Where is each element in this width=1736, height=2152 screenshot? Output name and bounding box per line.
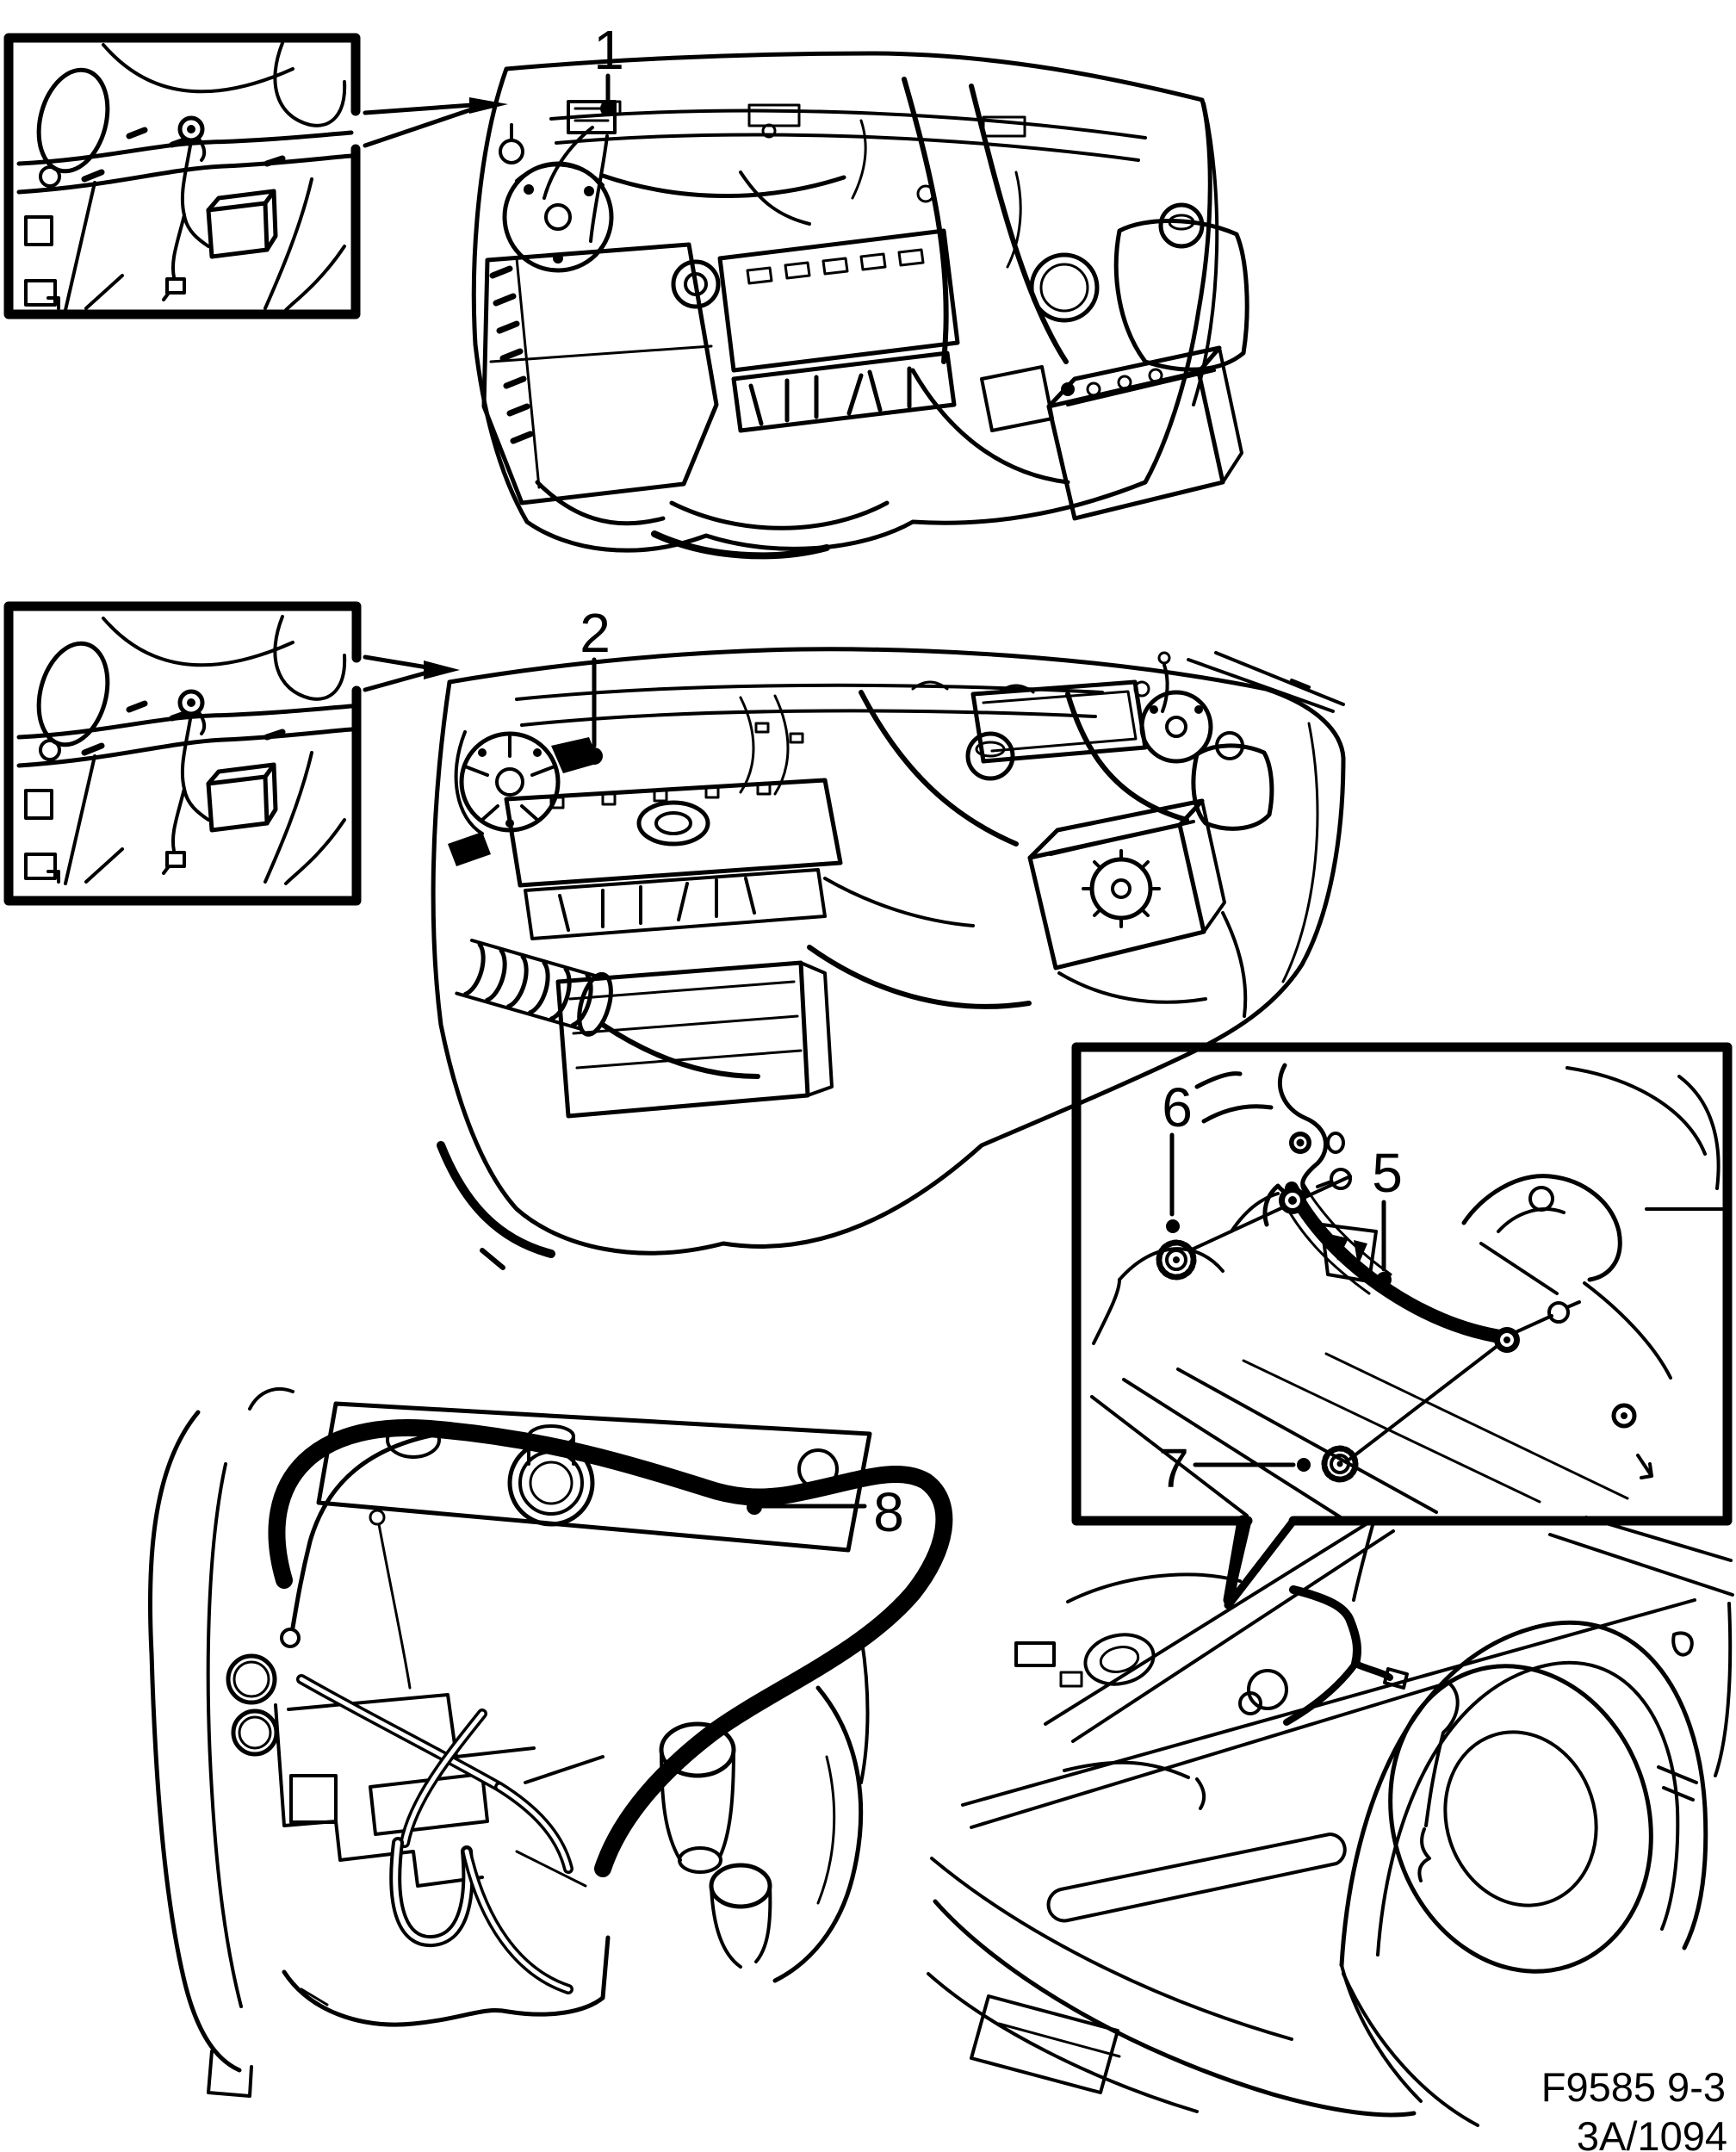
fog-lamp <box>970 1994 1119 2094</box>
figure-footer: F9585 9-3 3A/1094 <box>1541 2064 1727 2152</box>
side-molding <box>1046 1833 1347 1923</box>
inset-detail-box-1 <box>3 33 361 319</box>
hood-edge-line <box>961 1598 1696 1807</box>
hood-opening-outline <box>431 647 1346 1256</box>
inset-box-2-border <box>3 601 362 906</box>
abs-unit <box>980 365 1054 432</box>
mirror <box>1671 1631 1694 1657</box>
detail-box-border <box>1071 1042 1733 1526</box>
callout-8-label: 8 <box>873 1481 904 1543</box>
callout-6-label: 6 <box>1162 1076 1193 1138</box>
callout-1: 1 <box>593 19 624 116</box>
exhaust-downpipes <box>659 1721 772 1969</box>
oil-pan <box>282 1935 611 2027</box>
ecu-bracket <box>542 100 617 243</box>
valve-cover <box>504 778 843 888</box>
callout-1-label: 1 <box>593 19 624 81</box>
mount-bracket <box>1320 1223 1378 1283</box>
callout-8-dot <box>747 1499 762 1515</box>
cam-chest <box>524 868 827 940</box>
grommet-6 <box>1156 1239 1197 1281</box>
callout-2: 2 <box>580 602 611 765</box>
front-bumper <box>927 1833 1479 2127</box>
expansion-tank <box>1113 202 1249 372</box>
callout-6: 6 <box>1162 1076 1193 1233</box>
ribbed-band <box>731 350 957 433</box>
engine-left-silhouette <box>147 1410 242 2073</box>
bell-housing <box>772 1634 870 1983</box>
callout-2-label: 2 <box>580 602 611 664</box>
car-front-quarter-view <box>927 1516 1734 2127</box>
engine-block-front <box>226 1509 604 1888</box>
inset-box-1-border <box>3 33 361 319</box>
detail-box-567: 5 6 7 <box>1071 1042 1733 1609</box>
hoses-and-wiring-1 <box>535 77 1219 560</box>
callout-7-dot <box>1297 1458 1311 1472</box>
callout-5-dot <box>1376 1272 1392 1287</box>
callout-5: 5 <box>1372 1142 1403 1287</box>
wheel-house-hump <box>1461 1066 1724 1479</box>
windshield-corner <box>1187 651 1345 713</box>
pump-pulley-gear <box>1082 849 1161 928</box>
pointer-wedge-1 <box>363 97 508 148</box>
callout-7: 7 <box>1158 1437 1311 1499</box>
callout-1-dot <box>600 101 616 116</box>
power-steering-cap <box>965 731 1015 781</box>
sill-lines <box>1090 1352 1629 1521</box>
stud-axis-line <box>1188 1175 1352 1252</box>
callout-8: 8 <box>747 1481 904 1543</box>
battery-view-2 <box>1027 798 1226 971</box>
detail-box-tail <box>1223 1515 1298 1609</box>
callout-6-dot <box>1166 1219 1180 1233</box>
a-pillar-lines <box>1548 1516 1734 1597</box>
air-filter-box <box>481 242 719 505</box>
body-panel-detail <box>1092 1063 1352 1345</box>
pointer-arrowhead-icon <box>424 660 460 679</box>
sheet-reference: 3A/1094 <box>1577 2113 1727 2152</box>
engine-cover <box>671 228 960 373</box>
cowl-panel <box>549 109 1147 162</box>
engine-hoses-front <box>296 1674 574 1994</box>
stud-washer <box>1330 1168 1352 1190</box>
hoses-and-wiring-2 <box>437 690 1319 1270</box>
corrugated-intake-hose <box>455 939 613 1037</box>
inset-detail-box-2 <box>3 601 362 906</box>
strut-tower-right <box>1139 690 1213 764</box>
headlamp-harness <box>1014 1572 1409 1810</box>
pointer-wedge-2 <box>363 654 460 692</box>
wiring-harness-part8 <box>268 1419 953 1877</box>
ecu-box <box>970 651 1171 764</box>
pointer-arrowhead-icon <box>469 97 508 114</box>
engine-bay-view-2 <box>431 647 1346 1270</box>
headlamp-bucket <box>1083 1633 1156 1686</box>
engine-front-view <box>147 1386 953 2098</box>
callout-7-label: 7 <box>1158 1437 1189 1499</box>
ring-terminal <box>280 1628 301 1648</box>
figure-code: F9585 9-3 <box>1541 2064 1726 2110</box>
open-hood-cut-lines <box>1044 1517 1395 1743</box>
callout-2-dot <box>586 747 603 765</box>
engine-bay-view-1 <box>471 51 1249 560</box>
callout-5-label: 5 <box>1372 1142 1403 1204</box>
washer-filler <box>499 123 524 164</box>
